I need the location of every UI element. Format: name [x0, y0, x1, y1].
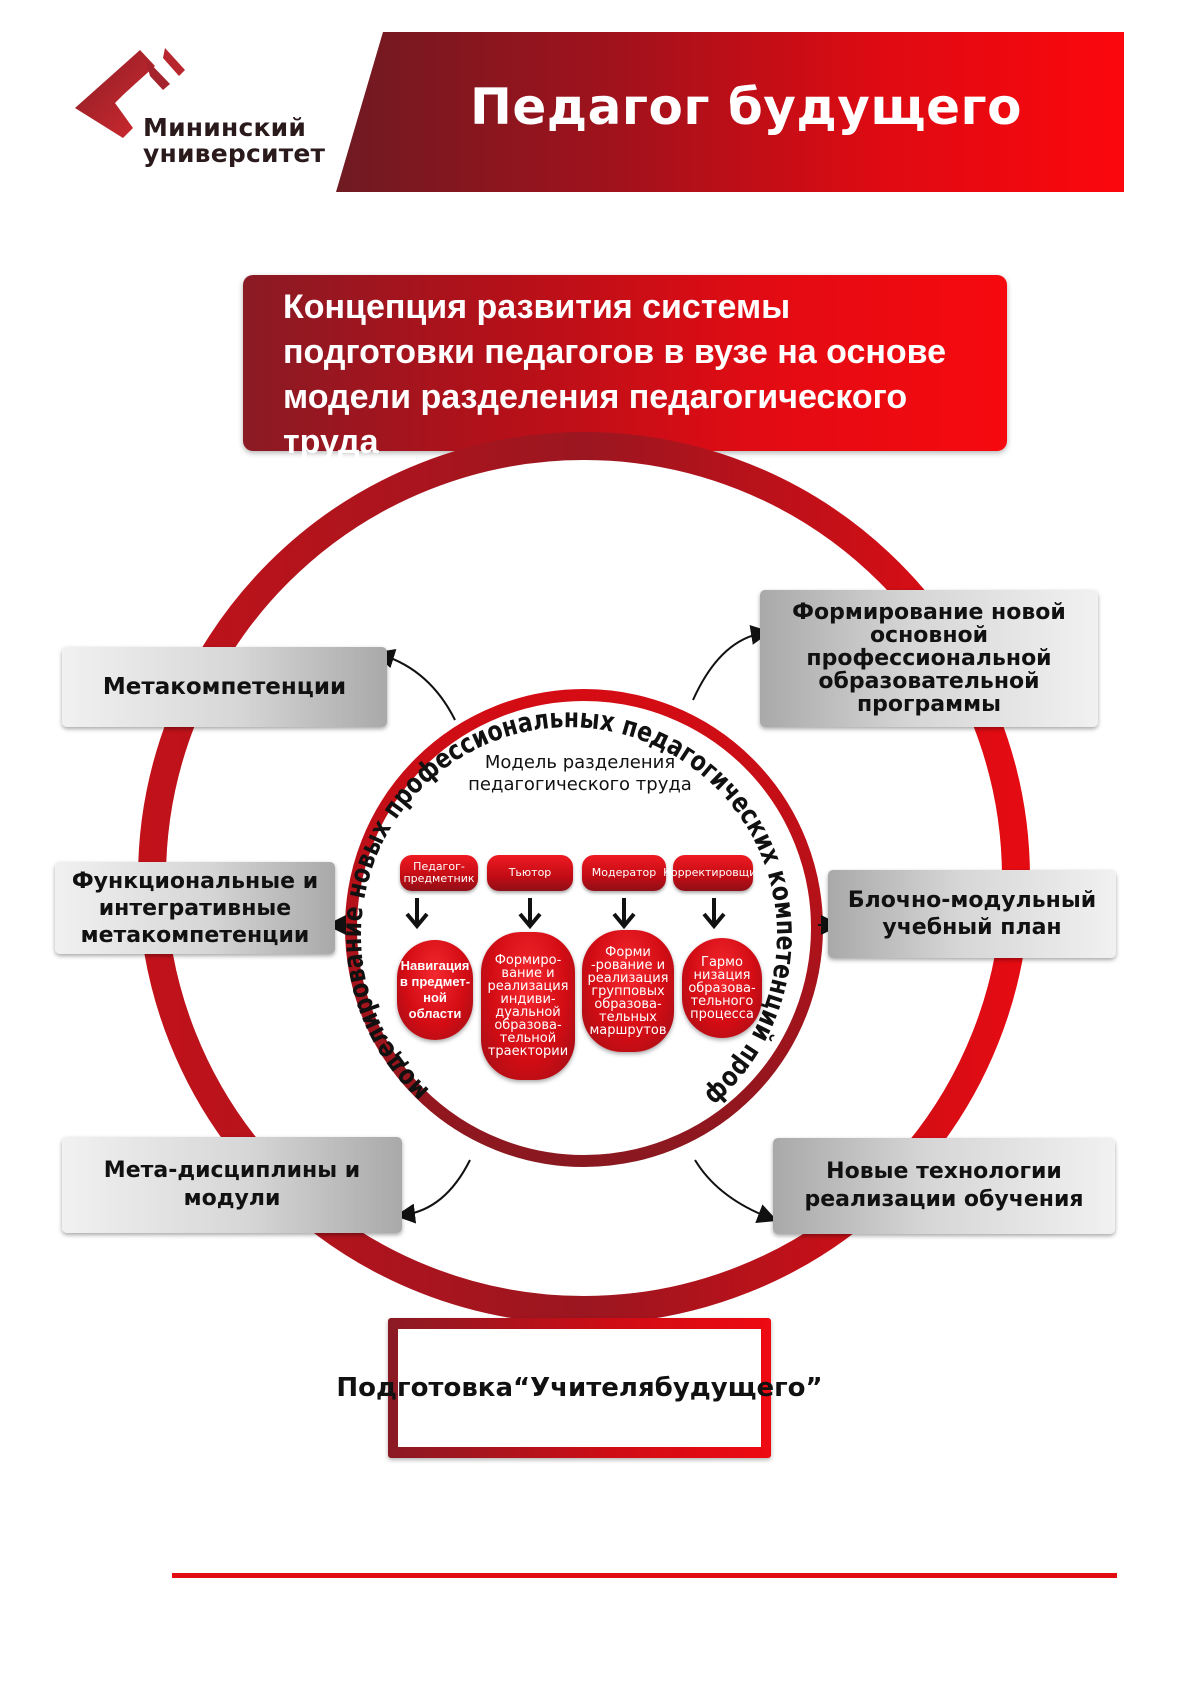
meta-disciplines-box: Мета-дисциплины и модули [62, 1137, 402, 1233]
role-moderator: Модератор [582, 855, 666, 891]
down-arrow-icon [702, 898, 726, 930]
new-tech-box: Новые технологии реализации обучения [773, 1138, 1115, 1234]
block-plan-box: Блочно-модульный учебный план [828, 870, 1116, 958]
header-banner [336, 32, 1124, 192]
inner-ring [345, 689, 823, 1167]
arrow-tech [694, 1159, 778, 1224]
functional-metacompetencies-box: Функциональные и интегративные метакомпе… [55, 862, 335, 954]
footer-divider [172, 1573, 1117, 1578]
role-tutor: Тьютор [487, 855, 573, 891]
down-arrow-icon [612, 898, 636, 930]
university-logo-icon [75, 48, 185, 138]
arrow-metadisc [395, 1159, 471, 1224]
function-navigation: Навигация в предмет-ной области [397, 940, 473, 1040]
arrow-metacomp [374, 649, 456, 721]
function-group-routes: Форми -рование и реализация групповых об… [582, 930, 674, 1052]
down-arrow-icon [518, 898, 542, 930]
new-program-box: Формирование новой основной профессионал… [760, 590, 1098, 727]
function-harmonization: Гармо низация образова-тельного процесса [682, 938, 762, 1038]
university-name: Мининский университет [143, 113, 326, 168]
concept-title: Концепция развития системы подготовки пе… [283, 288, 947, 461]
role-corrector: Корректировщик [663, 855, 763, 891]
role-subject-teacher: Педагог-предметник [400, 855, 478, 891]
down-arrow-icon [405, 898, 429, 930]
model-title: Модель разделения педагогического труда [468, 752, 692, 795]
function-individual-trajectory: Формиро-вание и реализация индиви-дуальн… [481, 932, 575, 1080]
concept-banner: Концепция развития системы подготовки пе… [243, 275, 1007, 461]
metacompetencies-box: Метакомпетенции [62, 647, 387, 727]
arrow-program [692, 625, 771, 701]
page-title: Педагог будущего [470, 78, 1023, 136]
